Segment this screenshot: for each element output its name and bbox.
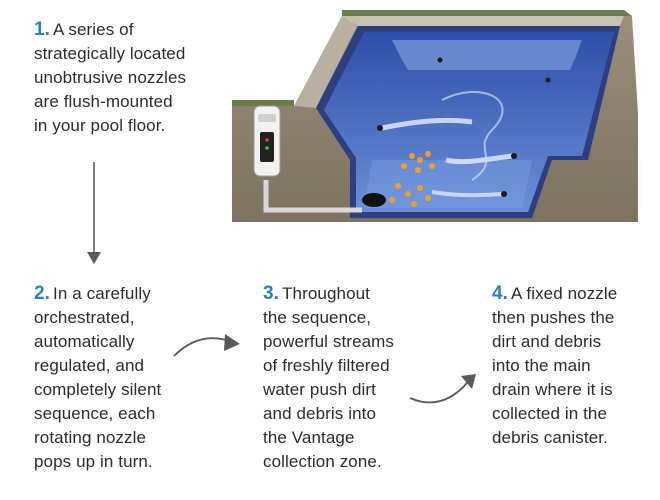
step-line: of freshly filtered xyxy=(263,356,390,375)
step-line: into the main xyxy=(492,356,591,375)
step-line: the Vantage xyxy=(263,428,355,447)
step-line: collection zone. xyxy=(263,452,382,471)
step-line: pops up in turn. xyxy=(34,452,153,471)
pool-cutaway-illustration xyxy=(232,10,638,222)
step-3-text: 3.Throughout the sequence, powerful stre… xyxy=(263,282,394,474)
step-line: rotating nozzle xyxy=(34,428,147,447)
step-line: collected in the xyxy=(492,404,608,423)
step-line: and debris into xyxy=(263,404,377,423)
step-line: A fixed nozzle xyxy=(511,284,618,303)
step-line: Throughout xyxy=(282,284,370,303)
step-4-text: 4.A fixed nozzle then pushes the dirt an… xyxy=(492,282,617,450)
step-line: debris canister. xyxy=(492,428,608,447)
step-line: automatically xyxy=(34,332,135,351)
step-line: orchestrated, xyxy=(34,308,135,327)
step-line: water push dirt xyxy=(263,380,376,399)
arrow-down-icon xyxy=(87,162,101,264)
curved-arrow-icon xyxy=(173,334,240,357)
step-line: dirt and debris xyxy=(492,332,602,351)
step-line: the sequence, xyxy=(263,308,372,327)
step-number: 2. xyxy=(34,283,51,304)
step-line: unobtrusive nozzles xyxy=(34,68,187,87)
curved-arrow-icon xyxy=(409,374,476,404)
step-number: 4. xyxy=(492,283,509,304)
step-line: completely silent xyxy=(34,380,162,399)
step-line: then pushes the xyxy=(492,308,615,327)
step-line: regulated, and xyxy=(34,356,145,375)
step-line: In a carefully xyxy=(53,284,151,303)
step-line: in your pool floor. xyxy=(34,116,166,135)
step-line: strategically located xyxy=(34,44,186,63)
step-line: drain where it is xyxy=(492,380,613,399)
step-number: 3. xyxy=(263,283,280,304)
step-line: are flush-mounted xyxy=(34,92,173,111)
step-number: 1. xyxy=(34,19,51,40)
step-2-text: 2.In a carefully orchestrated, automatic… xyxy=(34,282,161,474)
step-1-text: 1.A series of strategically located unob… xyxy=(34,18,186,138)
step-line: A series of xyxy=(53,20,134,39)
step-line: powerful streams xyxy=(263,332,395,351)
step-line: sequence, each xyxy=(34,404,156,423)
